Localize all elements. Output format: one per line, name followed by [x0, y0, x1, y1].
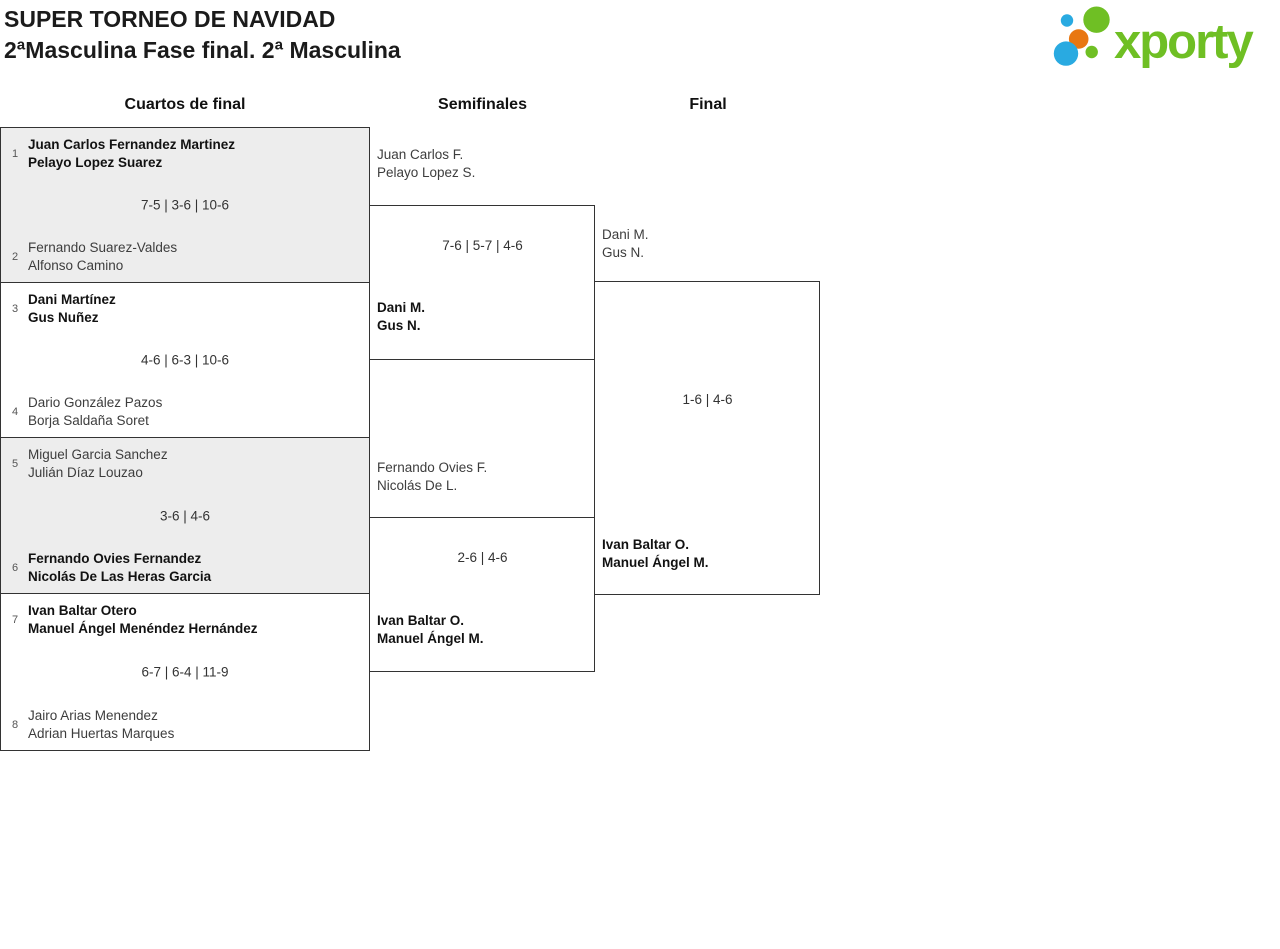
- player-name: Pelayo Lopez S.: [377, 164, 476, 180]
- seed-number: 1: [11, 147, 19, 160]
- player-name: Gus N.: [602, 244, 645, 260]
- seed-number: 6: [11, 561, 19, 574]
- seed-number: 4: [11, 405, 19, 418]
- player-name: Gus Nuñez: [28, 309, 99, 325]
- xporty-wordmark: xporty: [1114, 15, 1254, 69]
- match-score: 4-6 | 6-3 | 10-6: [140, 352, 230, 368]
- player-name: Ivan Baltar Otero: [28, 603, 137, 618]
- semifinal-2-top-team: Fernando Ovies F. Nicolás De L.: [377, 459, 487, 494]
- semifinal-2-bottom-team: Ivan Baltar O. Manuel Ángel M.: [377, 612, 484, 647]
- player-name: Gus N.: [377, 317, 421, 333]
- match-score: 1-6 | 4-6: [682, 392, 733, 407]
- player-name: Julián Díaz Louzao: [28, 464, 143, 480]
- match-quarterfinal-2[interactable]: 3 Dani Martínez Gus Nuñez 4-6 | 6-3 | 10…: [0, 282, 370, 438]
- player-name: Dani M.: [602, 227, 649, 242]
- player-name: Ivan Baltar O.: [602, 537, 690, 552]
- player-name: Manuel Ángel Menéndez Hernández: [28, 620, 258, 636]
- player-name: Manuel Ángel M.: [377, 630, 484, 646]
- xporty-logo[interactable]: xporty: [1045, 2, 1280, 78]
- category-phase: 2ªMasculina Fase final. 2ª Masculina: [4, 37, 401, 63]
- player-name: Fernando Suarez-Valdes: [28, 240, 178, 255]
- player-name: Nicolás De L.: [377, 477, 458, 493]
- xporty-dots-icon: [1053, 6, 1110, 66]
- player-name: Dani M.: [377, 300, 426, 315]
- match-final[interactable]: [594, 281, 820, 595]
- player-name: Borja Saldaña Soret: [28, 412, 149, 428]
- match-top-team: 3 Dani Martínez Gus Nuñez: [7, 291, 363, 326]
- match-score: 2-6 | 4-6: [457, 550, 508, 565]
- match-top-team: 7 Ivan Baltar Otero Manuel Ángel Menénde…: [7, 602, 363, 637]
- match-bottom-team: 4 Dario González Pazos Borja Saldaña Sor…: [7, 394, 363, 429]
- semifinal-1-top-team: Juan Carlos F. Pelayo Lopez S.: [377, 146, 475, 181]
- player-name: Juan Carlos Fernandez Martinez: [28, 137, 236, 152]
- player-name: Juan Carlos F.: [377, 147, 464, 162]
- page-title: SUPER TORNEO DE NAVIDAD 2ªMasculina Fase…: [4, 4, 401, 66]
- player-name: Fernando Ovies Fernandez: [28, 551, 202, 566]
- match-bottom-team: 8 Jairo Arias Menendez Adrian Huertas Ma…: [7, 707, 363, 742]
- round-header-final: Final: [689, 96, 727, 113]
- seed-number: 2: [11, 250, 19, 263]
- player-name: Pelayo Lopez Suarez: [28, 154, 163, 170]
- match-quarterfinal-1[interactable]: 1 Juan Carlos Fernandez Martinez Pelayo …: [0, 127, 370, 283]
- round-header-quarterfinals: Cuartos de final: [124, 96, 246, 113]
- final-top-team: Dani M. Gus N.: [602, 226, 649, 261]
- seed-number: 7: [11, 613, 19, 626]
- player-name: Dario González Pazos: [28, 395, 163, 410]
- team-names: Jairo Arias Menendez Adrian Huertas Marq…: [28, 707, 174, 742]
- player-name: Jairo Arias Menendez: [28, 708, 158, 723]
- team-names: Juan Carlos Fernandez Martinez Pelayo Lo…: [28, 136, 235, 171]
- match-score: 3-6 | 4-6: [159, 508, 211, 523]
- seed-number: 5: [11, 457, 19, 470]
- team-names: Dani Martínez Gus Nuñez: [28, 291, 116, 326]
- player-name: Miguel Garcia Sanchez: [28, 447, 168, 462]
- match-score: 7-6 | 5-7 | 4-6: [442, 238, 523, 253]
- match-score: 7-5 | 3-6 | 10-6: [140, 197, 230, 213]
- team-names: Fernando Suarez-Valdes Alfonso Camino: [28, 239, 177, 274]
- team-names: Fernando Ovies Fernandez Nicolás De Las …: [28, 550, 211, 585]
- seed-number: 8: [11, 718, 19, 731]
- player-name: Fernando Ovies F.: [377, 460, 488, 475]
- match-semifinal-2[interactable]: [369, 517, 595, 672]
- match-bottom-team: 6 Fernando Ovies Fernandez Nicolás De La…: [7, 550, 363, 585]
- player-name: Dani Martínez: [28, 292, 116, 307]
- match-quarterfinal-4[interactable]: 7 Ivan Baltar Otero Manuel Ángel Menénde…: [0, 593, 370, 751]
- team-names: Miguel Garcia Sanchez Julián Díaz Louzao: [28, 446, 168, 481]
- match-semifinal-1[interactable]: [369, 205, 595, 360]
- round-header-semifinals: Semifinales: [438, 96, 527, 113]
- match-score: 6-7 | 6-4 | 11-9: [141, 664, 229, 680]
- match-quarterfinal-3[interactable]: 5 Miguel Garcia Sanchez Julián Díaz Louz…: [0, 437, 370, 594]
- team-names: Ivan Baltar Otero Manuel Ángel Menéndez …: [28, 602, 258, 637]
- player-name: Alfonso Camino: [28, 257, 124, 273]
- team-names: Dario González Pazos Borja Saldaña Soret: [28, 394, 162, 429]
- semifinal-1-bottom-team: Dani M. Gus N.: [377, 299, 425, 334]
- player-name: Adrian Huertas Marques: [28, 725, 175, 741]
- match-top-team: 5 Miguel Garcia Sanchez Julián Díaz Louz…: [7, 446, 363, 481]
- player-name: Manuel Ángel M.: [602, 554, 709, 570]
- final-bottom-team: Ivan Baltar O. Manuel Ángel M.: [602, 536, 709, 571]
- player-name: Ivan Baltar O.: [377, 613, 465, 628]
- player-name: Nicolás De Las Heras Garcia: [28, 568, 212, 584]
- seed-number: 3: [11, 302, 19, 315]
- match-top-team: 1 Juan Carlos Fernandez Martinez Pelayo …: [7, 136, 363, 171]
- tournament-name: SUPER TORNEO DE NAVIDAD: [4, 6, 336, 32]
- match-bottom-team: 2 Fernando Suarez-Valdes Alfonso Camino: [7, 239, 363, 274]
